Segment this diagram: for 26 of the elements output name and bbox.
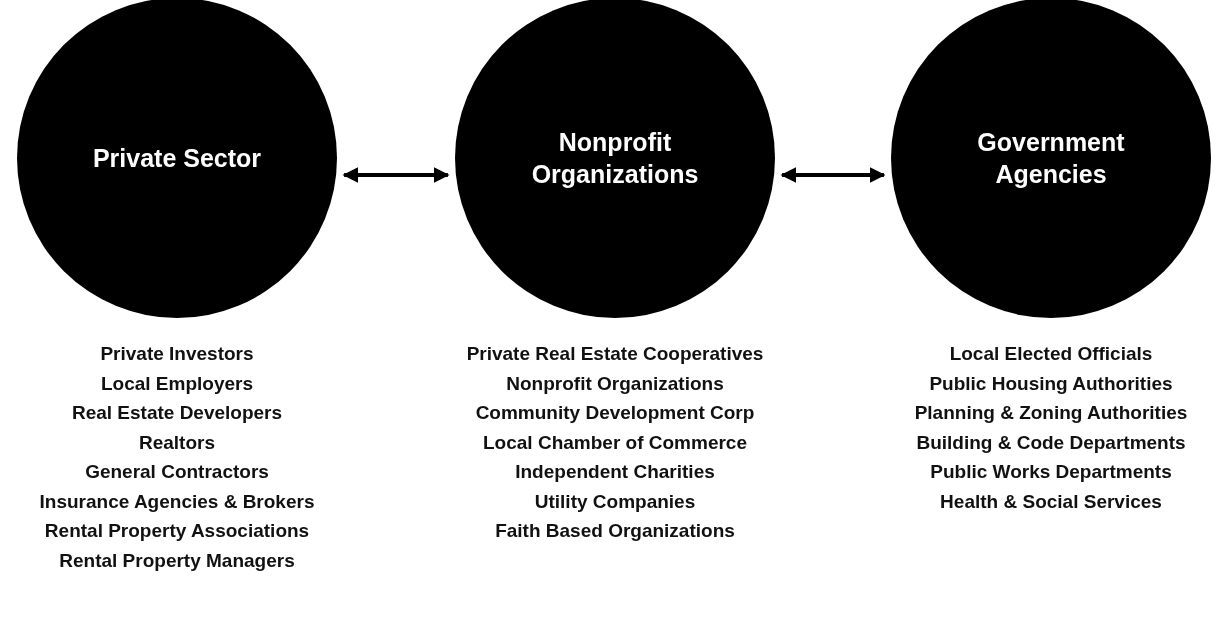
- double-arrow: [780, 167, 886, 183]
- list-item: General Contractors: [85, 460, 269, 484]
- list-item: Health & Social Services: [940, 489, 1162, 514]
- list-item: Faith Based Organizations: [495, 519, 735, 543]
- list-item: Real Estate Developers: [71, 401, 283, 425]
- circle-title: Private Sector: [91, 143, 263, 174]
- list-item: Planning & Zoning Authorities: [914, 401, 1188, 425]
- list-item: Local Employers: [100, 371, 254, 396]
- list-item: Realtors: [139, 430, 215, 455]
- list-item: Building & Code Departments: [916, 430, 1186, 455]
- list-item: Private Investors: [100, 342, 254, 366]
- list-item: Public Works Departments: [930, 460, 1172, 484]
- list-item: Insurance Agencies & Brokers: [39, 489, 315, 514]
- list-item: Independent Charities: [515, 460, 715, 484]
- list-item: Rental Property Associations: [44, 519, 310, 543]
- list-item: Local Chamber of Commerce: [483, 430, 747, 455]
- list-item: Nonprofit Organizations: [506, 371, 724, 396]
- list-item: Community Development Corp: [475, 401, 755, 425]
- circle-title: Government Agencies: [976, 127, 1126, 190]
- list-item: Rental Property Managers: [59, 548, 295, 573]
- list-item: Utility Companies: [534, 489, 696, 514]
- list-item: Private Real Estate Cooperatives: [466, 342, 764, 366]
- list-item: Public Housing Authorities: [929, 371, 1173, 396]
- circle-title: Nonprofit Organizations: [530, 127, 700, 190]
- list-item: Local Elected Officials: [949, 342, 1153, 366]
- double-arrow: [342, 167, 450, 183]
